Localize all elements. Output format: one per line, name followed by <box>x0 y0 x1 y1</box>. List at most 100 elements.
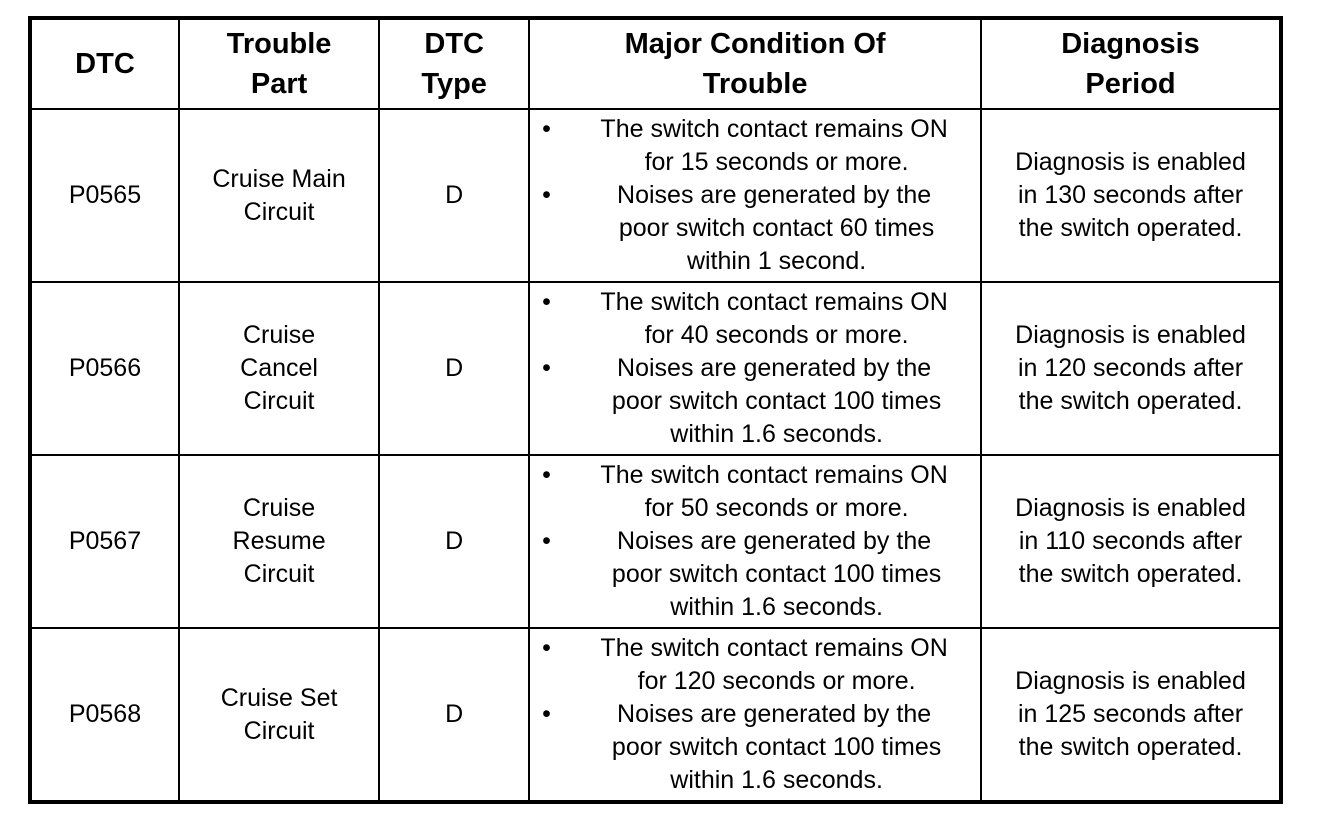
diagnosis-line: Diagnosis is enabled <box>1015 321 1246 349</box>
condition-line: poor switch contact 100 times <box>611 733 942 761</box>
diagnosis-period-cell: Diagnosis is enabled in 130 seconds afte… <box>980 108 1282 283</box>
dtc-table: DTC Trouble Part DTC Type Major Conditio… <box>28 16 1283 804</box>
table-row: P0565 Cruise Main Circuit D • The switch… <box>29 108 1282 283</box>
bullet-icon: • <box>542 461 551 489</box>
condition-line: within 1 second. <box>686 247 867 275</box>
dtc-type-cell: D <box>378 108 531 283</box>
header-diagnosis-period-line: Period <box>1085 68 1176 100</box>
condition-line: poor switch contact 100 times <box>611 387 942 415</box>
header-major-condition-line: Major Condition Of <box>624 28 886 60</box>
dtc-type-cell: D <box>378 281 531 456</box>
header-diagnosis-period-line: Diagnosis <box>1061 28 1200 60</box>
condition-item: • Noises are generated by the poor switc… <box>542 352 980 451</box>
condition-cell: • The switch contact remains ON for 50 s… <box>528 454 983 629</box>
trouble-part-line: Cancel <box>240 354 318 382</box>
header-trouble-part-line: Part <box>250 68 308 100</box>
dtc-code-cell: P0568 <box>29 627 180 803</box>
header-trouble-part: Trouble Part <box>177 17 381 110</box>
condition-line: Noises are generated by the <box>617 700 932 728</box>
diagnosis-line: Diagnosis is enabled <box>1015 667 1246 695</box>
bullet-icon: • <box>542 288 551 316</box>
diagnosis-line: in 120 seconds after <box>1017 354 1244 382</box>
dtc-code-cell: P0566 <box>29 281 180 456</box>
header-dtc: DTC <box>29 17 180 110</box>
condition-line: within 1.6 seconds. <box>670 766 883 794</box>
bullet-icon: • <box>542 527 551 555</box>
condition-cell: • The switch contact remains ON for 15 s… <box>528 108 983 283</box>
diagnosis-line: in 125 seconds after <box>1017 700 1244 728</box>
condition-line: within 1.6 seconds. <box>670 593 883 621</box>
diagnosis-line: in 110 seconds after <box>1018 527 1243 555</box>
header-dtc-type-line: Type <box>421 68 487 100</box>
condition-item: • Noises are generated by the poor switc… <box>542 698 980 797</box>
header-dtc-line: DTC <box>75 48 135 80</box>
diagnosis-period-cell: Diagnosis is enabled in 125 seconds afte… <box>980 627 1282 803</box>
diagnosis-line: in 130 seconds after <box>1017 181 1244 209</box>
trouble-part-line: Circuit <box>243 560 315 588</box>
diagnosis-period-cell: Diagnosis is enabled in 110 seconds afte… <box>980 454 1282 629</box>
trouble-part-line: Cruise <box>242 494 316 522</box>
header-dtc-type: DTC Type <box>378 17 531 110</box>
condition-cell: • The switch contact remains ON for 120 … <box>528 627 983 803</box>
trouble-part-cell: Cruise Main Circuit <box>177 108 381 283</box>
condition-line: within 1.6 seconds. <box>670 420 883 448</box>
dtc-code-cell: P0567 <box>29 454 180 629</box>
trouble-part-cell: Cruise Cancel Circuit <box>177 281 381 456</box>
trouble-part-cell: Cruise Resume Circuit <box>177 454 381 629</box>
bullet-icon: • <box>542 115 551 143</box>
bullet-icon: • <box>542 181 551 209</box>
trouble-part-cell: Cruise Set Circuit <box>177 627 381 803</box>
condition-line: Noises are generated by the <box>617 354 932 382</box>
condition-line: poor switch contact 100 times <box>611 560 942 588</box>
header-diagnosis-period: Diagnosis Period <box>980 17 1282 110</box>
header-major-condition-line: Trouble <box>702 68 808 100</box>
condition-list: • The switch contact remains ON for 120 … <box>530 632 980 797</box>
condition-list: • The switch contact remains ON for 15 s… <box>530 113 980 278</box>
trouble-part-line: Cruise Set <box>220 683 338 712</box>
condition-cell: • The switch contact remains ON for 40 s… <box>528 281 983 456</box>
header-major-condition: Major Condition Of Trouble <box>528 17 983 110</box>
bullet-icon: • <box>542 700 551 728</box>
condition-line: for 15 seconds or more. <box>644 148 909 176</box>
diagnosis-line: Diagnosis is enabled <box>1015 494 1246 522</box>
trouble-part-line: Cruise <box>242 321 316 349</box>
condition-line: The switch contact remains ON <box>600 634 948 662</box>
condition-line: The switch contact remains ON <box>600 115 948 143</box>
trouble-part-line: Resume <box>232 527 326 555</box>
trouble-part-line: Circuit <box>243 197 315 226</box>
header-trouble-part-line: Trouble <box>226 28 332 60</box>
diagnosis-line: Diagnosis is enabled <box>1015 148 1246 176</box>
condition-item: • The switch contact remains ON for 50 s… <box>542 459 980 525</box>
bullet-icon: • <box>542 354 551 382</box>
condition-item: • Noises are generated by the poor switc… <box>542 179 980 278</box>
table-row: P0568 Cruise Set Circuit D • The switch … <box>29 627 1282 803</box>
diagnosis-line: the switch operated. <box>1018 560 1243 588</box>
diagnosis-line: the switch operated. <box>1018 387 1243 415</box>
condition-line: poor switch contact 60 times <box>618 214 935 242</box>
table-row: P0567 Cruise Resume Circuit D • The swit… <box>29 454 1282 629</box>
condition-line: for 40 seconds or more. <box>644 321 909 349</box>
condition-line: The switch contact remains ON <box>600 288 948 316</box>
bullet-icon: • <box>542 634 551 662</box>
dtc-code-cell: P0565 <box>29 108 180 283</box>
condition-item: • Noises are generated by the poor switc… <box>542 525 980 624</box>
condition-line: Noises are generated by the <box>617 527 932 555</box>
condition-line: for 50 seconds or more. <box>644 494 909 522</box>
diagnosis-line: the switch operated. <box>1018 214 1243 242</box>
condition-list: • The switch contact remains ON for 50 s… <box>530 459 980 624</box>
diagnosis-period-cell: Diagnosis is enabled in 120 seconds afte… <box>980 281 1282 456</box>
header-dtc-type-line: DTC <box>424 28 484 60</box>
dtc-type-cell: D <box>378 627 531 803</box>
table-row: P0566 Cruise Cancel Circuit D • The swit… <box>29 281 1282 456</box>
condition-list: • The switch contact remains ON for 40 s… <box>530 286 980 451</box>
condition-item: • The switch contact remains ON for 120 … <box>542 632 980 698</box>
condition-line: The switch contact remains ON <box>600 461 948 489</box>
condition-item: • The switch contact remains ON for 40 s… <box>542 286 980 352</box>
dtc-type-cell: D <box>378 454 531 629</box>
condition-line: for 120 seconds or more. <box>637 667 916 695</box>
condition-line: Noises are generated by the <box>617 181 932 209</box>
condition-item: • The switch contact remains ON for 15 s… <box>542 113 980 179</box>
trouble-part-line: Circuit <box>243 387 315 415</box>
trouble-part-line: Circuit <box>243 716 315 745</box>
trouble-part-line: Cruise Main <box>212 164 346 193</box>
